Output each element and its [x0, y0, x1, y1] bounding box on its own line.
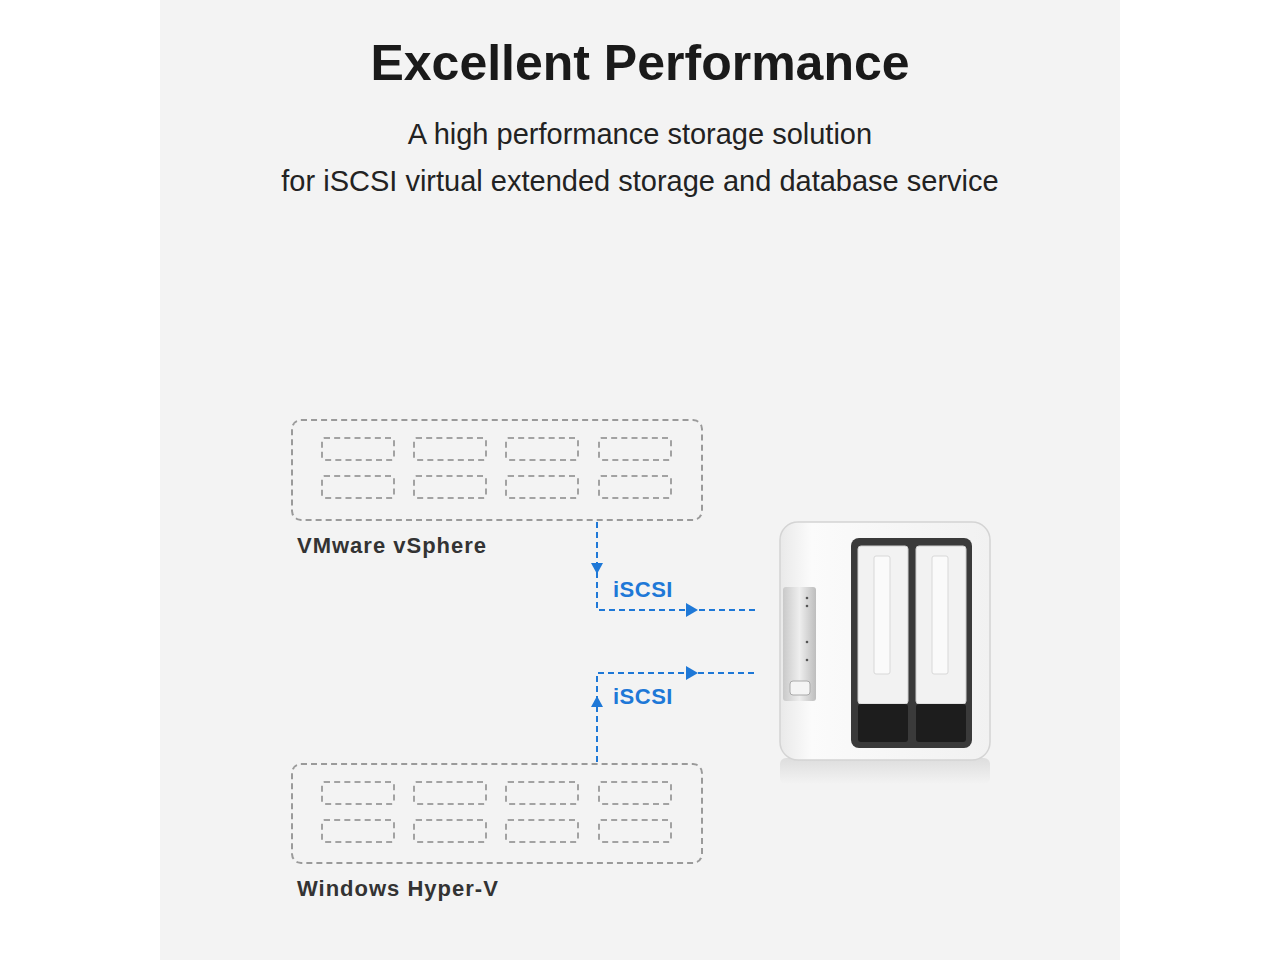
server-slot — [321, 475, 395, 499]
server-slot — [598, 819, 672, 843]
server-slot — [321, 781, 395, 805]
protocol-label: iSCSI — [613, 684, 673, 710]
node-label: Windows Hyper-V — [297, 876, 499, 902]
title: Excellent Performance — [160, 34, 1120, 92]
server-slot — [321, 437, 395, 461]
node-label: VMware vSphere — [297, 533, 487, 559]
protocol-label: iSCSI — [613, 577, 673, 603]
server-slot — [598, 437, 672, 461]
server-group: VMware vSphere — [291, 419, 703, 521]
server-slot — [413, 781, 487, 805]
server-slot — [413, 437, 487, 461]
subtitle-line: A high performance storage solution — [160, 118, 1120, 151]
server-slot — [505, 475, 579, 499]
server-slot — [598, 475, 672, 499]
server-slot — [505, 819, 579, 843]
server-slot — [598, 781, 672, 805]
subtitle-line: for iSCSI virtual extended storage and d… — [160, 165, 1120, 198]
server-group: Windows Hyper-V — [291, 763, 703, 864]
server-slot — [505, 437, 579, 461]
server-slot — [413, 819, 487, 843]
iscsi-arrows — [597, 522, 757, 762]
nas-device — [780, 522, 990, 784]
server-slot — [321, 819, 395, 843]
server-slot — [505, 781, 579, 805]
server-slot — [413, 475, 487, 499]
